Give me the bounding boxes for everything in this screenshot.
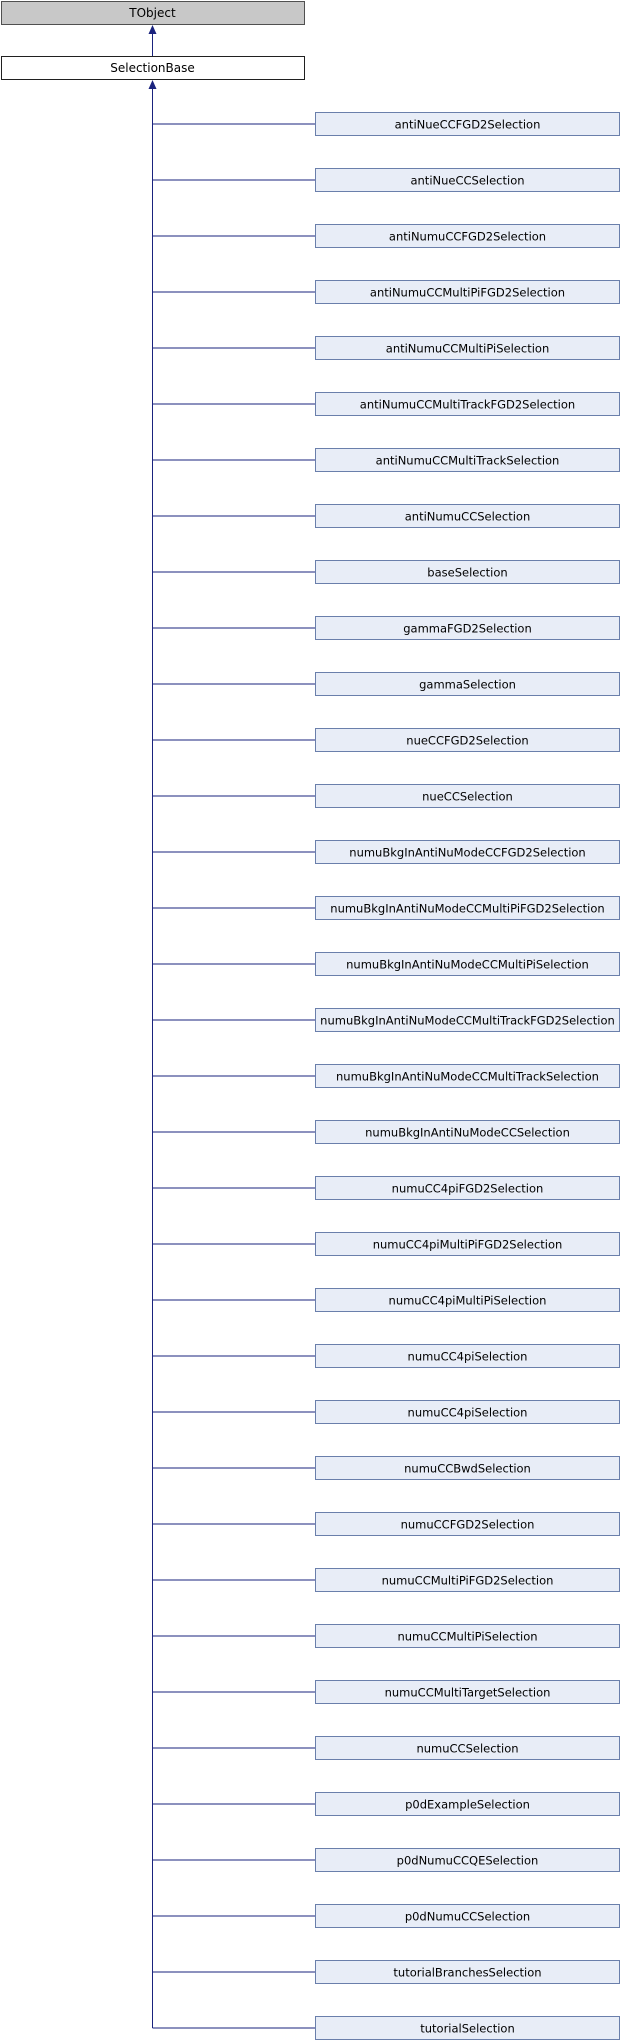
node-numubkginantinumodeccmultitrackselection-label: numuBkgInAntiNuModeCCMultiTrackSelection — [336, 1070, 599, 1084]
node-antinumuccmultipiselection-label: antiNumuCCMultiPiSelection — [386, 342, 549, 356]
node-antinumuccmultipifgd2selection-label: antiNumuCCMultiPiFGD2Selection — [370, 286, 565, 300]
node-numuccfgd2selection[interactable]: numuCCFGD2Selection — [315, 1512, 620, 1536]
node-p0dnumuccqeselection[interactable]: p0dNumuCCQESelection — [315, 1848, 620, 1872]
node-numucc4piselection[interactable]: numuCC4piSelection — [315, 1344, 620, 1368]
node-tobject-box — [1, 1, 305, 25]
node-tutorialbranchesselection-label: tutorialBranchesSelection — [393, 1966, 541, 1980]
node-baseselection-label: baseSelection — [427, 566, 507, 580]
node-numubkginantinumodeccmultitrackfgd2selection-label: numuBkgInAntiNuModeCCMultiTrackFGD2Selec… — [320, 1014, 615, 1028]
node-antinumuccfgd2selection-label: antiNumuCCFGD2Selection — [389, 230, 546, 244]
node-numubkginantinumodeccmultitrackfgd2selection[interactable]: numuBkgInAntiNuModeCCMultiTrackFGD2Selec… — [315, 1008, 620, 1032]
node-antinumuccmultitrackselection-label: antiNumuCCMultiTrackSelection — [376, 454, 560, 468]
node-numucc4pimultipiselection[interactable]: numuCC4piMultiPiSelection — [315, 1288, 620, 1312]
node-antinumuccmultitrackfgd2selection-label: antiNumuCCMultiTrackFGD2Selection — [360, 398, 575, 412]
node-gammaselection[interactable]: gammaSelection — [315, 672, 620, 696]
node-nueccfgd2selection[interactable]: nueCCFGD2Selection — [315, 728, 620, 752]
node-antinumuccmultipiselection[interactable]: antiNumuCCMultiPiSelection — [315, 336, 620, 360]
node-numuccbwdselection[interactable]: numuCCBwdSelection — [315, 1456, 620, 1480]
node-p0dnumuccselection[interactable]: p0dNumuCCSelection — [315, 1904, 620, 1928]
node-tutorialbranchesselection[interactable]: tutorialBranchesSelection — [315, 1960, 620, 1984]
node-baseselection[interactable]: baseSelection — [315, 560, 620, 584]
node-antinumuccmultipifgd2selection[interactable]: antiNumuCCMultiPiFGD2Selection — [315, 280, 620, 304]
node-p0dexampleselection[interactable]: p0dExampleSelection — [315, 1792, 620, 1816]
node-numuccmultipiselection-label: numuCCMultiPiSelection — [397, 1630, 537, 1644]
node-p0dnumuccselection-label: p0dNumuCCSelection — [405, 1910, 530, 1924]
node-tutorialselection-label: tutorialSelection — [420, 2022, 515, 2036]
node-numubkginantinumodeccmultipiselection[interactable]: numuBkgInAntiNuModeCCMultiPiSelection — [315, 952, 620, 976]
node-tobject-label: TObject — [128, 6, 176, 20]
node-tobject[interactable]: TObject — [1, 1, 305, 25]
node-numuccbwdselection-label: numuCCBwdSelection — [404, 1462, 531, 1476]
node-numucc4piselection-label: numuCC4piSelection — [408, 1406, 528, 1420]
node-antinueccselection[interactable]: antiNueCCSelection — [315, 168, 620, 192]
node-antinumuccmultitrackfgd2selection[interactable]: antiNumuCCMultiTrackFGD2Selection — [315, 392, 620, 416]
node-numuccmultitargetselection-label: numuCCMultiTargetSelection — [385, 1686, 551, 1700]
node-gammafgd2selection[interactable]: gammaFGD2Selection — [315, 616, 620, 640]
node-numubkginantinumodeccmultipifgd2selection[interactable]: numuBkgInAntiNuModeCCMultiPiFGD2Selectio… — [315, 896, 620, 920]
node-numucc4piselection-label: numuCC4piSelection — [408, 1350, 528, 1364]
node-gammafgd2selection-label: gammaFGD2Selection — [403, 622, 532, 636]
node-numubkginantinumodeccmultitrackselection[interactable]: numuBkgInAntiNuModeCCMultiTrackSelection — [315, 1064, 620, 1088]
node-numubkginantinumodeccfgd2selection[interactable]: numuBkgInAntiNuModeCCFGD2Selection — [315, 840, 620, 864]
node-nueccselection-label: nueCCSelection — [422, 790, 513, 804]
node-selectionbase[interactable]: SelectionBase — [1, 56, 305, 80]
node-antinumuccselection-label: antiNumuCCSelection — [405, 510, 530, 524]
node-numubkginantinumodeccfgd2selection-label: numuBkgInAntiNuModeCCFGD2Selection — [349, 846, 585, 860]
node-numubkginantinumodeccselection[interactable]: numuBkgInAntiNuModeCCSelection — [315, 1120, 620, 1144]
node-antinueccfgd2selection-label: antiNueCCFGD2Selection — [395, 118, 541, 132]
node-selectionbase-box — [1, 56, 305, 80]
node-antinueccselection-label: antiNueCCSelection — [410, 174, 524, 188]
node-gammaselection-label: gammaSelection — [419, 678, 516, 692]
node-numuccselection-label: numuCCSelection — [416, 1742, 518, 1756]
node-numucc4pimultipiselection-label: numuCC4piMultiPiSelection — [389, 1294, 547, 1308]
node-tutorialselection[interactable]: tutorialSelection — [315, 2016, 620, 2040]
node-numubkginantinumodeccmultipiselection-label: numuBkgInAntiNuModeCCMultiPiSelection — [346, 958, 589, 972]
node-numucc4pimultipifgd2selection-label: numuCC4piMultiPiFGD2Selection — [373, 1238, 563, 1252]
node-numucc4piselection[interactable]: numuCC4piSelection — [315, 1400, 620, 1424]
node-numubkginantinumodeccmultipifgd2selection-label: numuBkgInAntiNuModeCCMultiPiFGD2Selectio… — [330, 902, 604, 916]
node-antinumuccmultitrackselection[interactable]: antiNumuCCMultiTrackSelection — [315, 448, 620, 472]
node-numucc4pifgd2selection[interactable]: numuCC4piFGD2Selection — [315, 1176, 620, 1200]
node-antinumuccfgd2selection[interactable]: antiNumuCCFGD2Selection — [315, 224, 620, 248]
node-numuccfgd2selection-label: numuCCFGD2Selection — [401, 1518, 535, 1532]
node-numubkginantinumodeccselection-label: numuBkgInAntiNuModeCCSelection — [365, 1126, 570, 1140]
node-antinumuccselection[interactable]: antiNumuCCSelection — [315, 504, 620, 528]
node-numuccmultipifgd2selection[interactable]: numuCCMultiPiFGD2Selection — [315, 1568, 620, 1592]
node-p0dexampleselection-label: p0dExampleSelection — [405, 1798, 530, 1812]
node-numuccmultitargetselection[interactable]: numuCCMultiTargetSelection — [315, 1680, 620, 1704]
node-selectionbase-label: SelectionBase — [110, 61, 195, 75]
node-antinueccfgd2selection[interactable]: antiNueCCFGD2Selection — [315, 112, 620, 136]
node-numucc4pimultipifgd2selection[interactable]: numuCC4piMultiPiFGD2Selection — [315, 1232, 620, 1256]
node-nueccfgd2selection-label: nueCCFGD2Selection — [406, 734, 528, 748]
arrow-selectionbase — [148, 80, 157, 89]
inheritance-edges — [148, 25, 315, 2029]
node-nueccselection[interactable]: nueCCSelection — [315, 784, 620, 808]
node-numuccmultipiselection[interactable]: numuCCMultiPiSelection — [315, 1624, 620, 1648]
node-p0dnumuccqeselection-label: p0dNumuCCQESelection — [397, 1854, 539, 1868]
node-numuccmultipifgd2selection-label: numuCCMultiPiFGD2Selection — [382, 1574, 554, 1588]
node-numucc4pifgd2selection-label: numuCC4piFGD2Selection — [392, 1182, 544, 1196]
arrow-tobject — [148, 25, 157, 34]
node-numuccselection[interactable]: numuCCSelection — [315, 1736, 620, 1760]
